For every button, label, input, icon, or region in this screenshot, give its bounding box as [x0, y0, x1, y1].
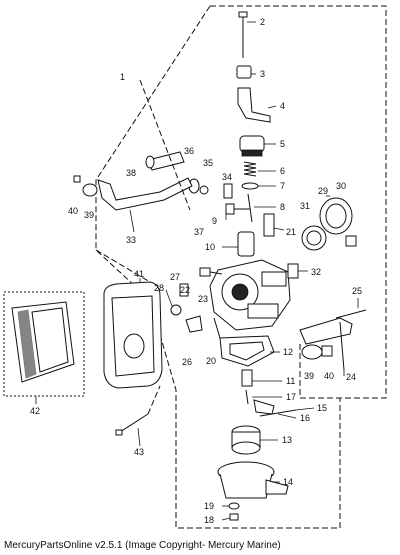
callout-27: 27 [170, 272, 180, 282]
callout-41: 41 [134, 269, 144, 279]
callout-2: 2 [260, 17, 265, 27]
callout-16: 16 [300, 413, 310, 423]
part-19-18-drain [221, 502, 240, 521]
callout-40-left: 40 [68, 206, 78, 216]
part-20-pin [213, 317, 221, 339]
assembly-line-39 [299, 344, 340, 399]
assembly-boundary [95, 5, 387, 529]
part-42-filter-element [3, 291, 85, 404]
part-7-washer [241, 182, 276, 190]
callout-14: 14 [283, 477, 293, 487]
callout-24: 24 [346, 372, 356, 382]
part-39-40-left-fastener [73, 175, 98, 197]
callout-39-left: 39 [84, 210, 94, 220]
callout-5: 5 [280, 139, 285, 149]
part-43-bolt [115, 413, 149, 447]
part-6-spring [243, 161, 276, 177]
callout-11: 11 [286, 376, 295, 386]
part-32-fitting [287, 263, 308, 279]
callout-26: 26 [182, 357, 192, 367]
assembly-line-filter [95, 249, 151, 283]
part-34-35-36-37-38-linkage [145, 151, 233, 199]
part-22-27-screws [179, 267, 223, 297]
part-12-gasket [219, 335, 280, 367]
callout-19: 19 [204, 501, 214, 511]
part-3-nut [236, 65, 256, 79]
callout-12: 12 [283, 347, 293, 357]
part-28-nut [165, 289, 182, 316]
callout-32: 32 [311, 267, 321, 277]
copyright-footer: MercuryPartsOnline v2.5.1 (Image Copyrig… [4, 540, 281, 551]
assembly-line-1 [139, 79, 191, 211]
callout-20: 20 [206, 356, 216, 366]
carburetor-exploded-diagram: 1 2 3 4 5 6 7 8 9 10 11 12 13 14 15 16 1… [3, 5, 387, 529]
callout-7: 7 [280, 181, 285, 191]
callout-36: 36 [184, 146, 194, 156]
part-9-screw [225, 203, 250, 220]
callout-34: 34 [222, 172, 232, 182]
carburetor-body [209, 259, 291, 331]
callout-28: 28 [154, 283, 164, 293]
part-17-screw [245, 389, 282, 405]
callout-9: 9 [212, 216, 217, 226]
callout-31: 31 [300, 201, 310, 211]
callout-4: 4 [280, 101, 285, 111]
part-14-float-bowl [217, 461, 289, 499]
callout-30: 30 [336, 181, 346, 191]
part-10-throttle-valve [222, 231, 255, 257]
part-21-jet [263, 213, 285, 237]
part-11-main-jet [241, 369, 282, 387]
callout-10: 10 [205, 242, 215, 252]
callout-39-right: 39 [304, 371, 314, 381]
callout-22: 22 [180, 285, 190, 295]
callout-38: 38 [126, 168, 136, 178]
part-39-40-right-fastener [301, 344, 333, 360]
part-13-float [231, 425, 278, 455]
part-41-air-filter-housing [103, 278, 163, 389]
callout-43: 43 [134, 447, 144, 457]
part-8-needle [247, 193, 276, 223]
callout-8: 8 [280, 202, 285, 212]
callout-1: 1 [120, 72, 125, 82]
callout-13: 13 [282, 435, 292, 445]
callout-29: 29 [318, 186, 328, 196]
assembly-line-bolt [147, 385, 161, 415]
callout-6: 6 [280, 166, 285, 176]
callout-17: 17 [286, 392, 296, 402]
part-4-bracket [237, 87, 277, 123]
callout-35: 35 [203, 158, 213, 168]
part-29-30-clamp [319, 195, 357, 247]
callout-33: 33 [126, 235, 136, 245]
part-5-cap [239, 135, 276, 157]
part-24-lever [299, 317, 353, 376]
callout-25: 25 [352, 286, 362, 296]
callout-15: 15 [317, 403, 327, 413]
part-2-screw [238, 11, 256, 58]
callout-3: 3 [260, 69, 265, 79]
part-33-lever [97, 177, 193, 233]
callout-40-right: 40 [324, 371, 334, 381]
callout-42: 42 [30, 406, 40, 416]
callout-37: 37 [194, 227, 204, 237]
callout-21: 21 [286, 227, 296, 237]
part-31-o-ring [301, 225, 327, 251]
callout-18: 18 [204, 515, 214, 525]
callout-23: 23 [198, 294, 208, 304]
part-26-clip [185, 315, 203, 333]
part-25-pin [335, 298, 367, 319]
part-15-16-float-arm [253, 399, 315, 419]
